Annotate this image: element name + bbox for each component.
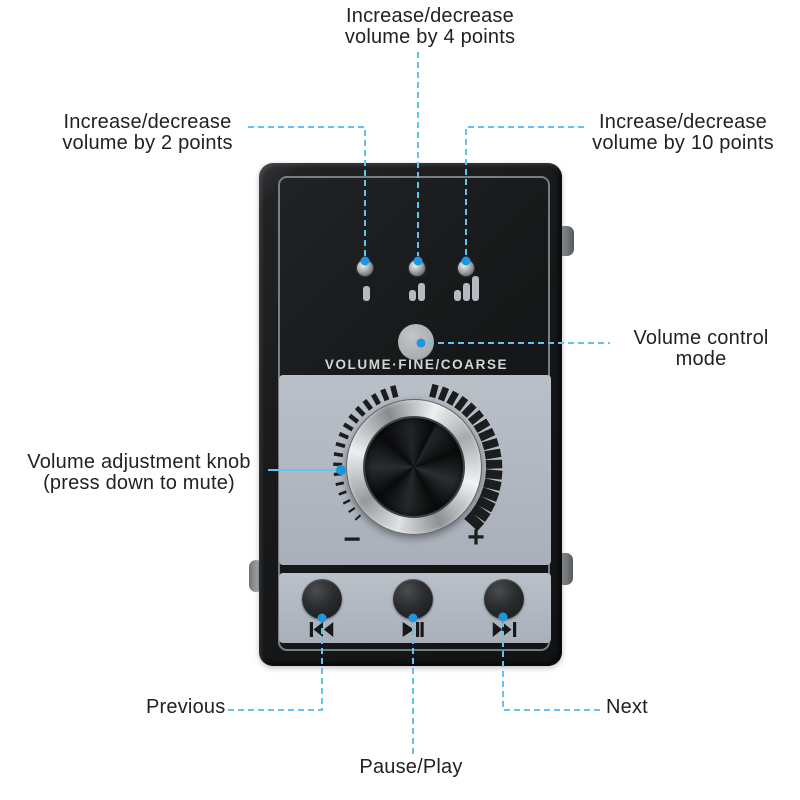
label-line: Increase/decrease xyxy=(63,111,232,133)
volume-controller-device: VOLUME·FINE/COARSE − + xyxy=(259,163,562,666)
label-line: mode xyxy=(675,348,727,370)
volume-step-10-button[interactable] xyxy=(457,259,475,277)
previous-button[interactable] xyxy=(302,579,342,619)
play-pause-button[interactable] xyxy=(393,579,433,619)
volume-scale-ticks xyxy=(333,383,503,531)
label-line: volume by 2 points xyxy=(62,132,233,154)
label-volume-control-mode: Volume control mode xyxy=(612,328,790,370)
label-line: Increase/decrease xyxy=(346,5,514,27)
label-line: volume by 10 points xyxy=(592,132,774,154)
label-next: Next xyxy=(606,696,648,718)
media-button-panel xyxy=(279,573,551,643)
panel-caption: VOLUME·FINE/COARSE xyxy=(324,357,509,372)
minus-sign: − xyxy=(343,523,361,556)
label-line: volume by 4 points xyxy=(344,26,516,48)
label-volume-4-points: Increase/decrease volume by 4 points xyxy=(330,6,530,48)
label-previous: Previous xyxy=(146,696,226,718)
label-line: Increase/decrease xyxy=(599,111,767,133)
label-line: (press down to mute) xyxy=(43,472,235,494)
plus-sign: + xyxy=(467,521,485,554)
label-pause-play: Pause/Play xyxy=(359,756,463,778)
volume-step-2-button[interactable] xyxy=(356,259,374,277)
next-button[interactable] xyxy=(484,579,524,619)
previous-icon xyxy=(309,622,334,637)
volume-control-mode-button[interactable] xyxy=(398,324,434,360)
label-volume-adjustment-knob: Volume adjustment knob (press down to mu… xyxy=(8,452,270,494)
label-line: Volume control xyxy=(633,327,769,349)
volume-step-4-button[interactable] xyxy=(408,259,426,277)
label-volume-10-points: Increase/decrease volume by 10 points xyxy=(572,112,794,154)
volume-knob-core xyxy=(363,416,465,518)
label-line: Volume adjustment knob xyxy=(27,451,251,473)
next-icon xyxy=(492,622,517,637)
volume-knob[interactable] xyxy=(346,399,482,535)
label-volume-2-points: Increase/decrease volume by 2 points xyxy=(40,112,255,154)
knob-panel: − + xyxy=(279,375,551,565)
play-pause-icon xyxy=(402,622,424,637)
